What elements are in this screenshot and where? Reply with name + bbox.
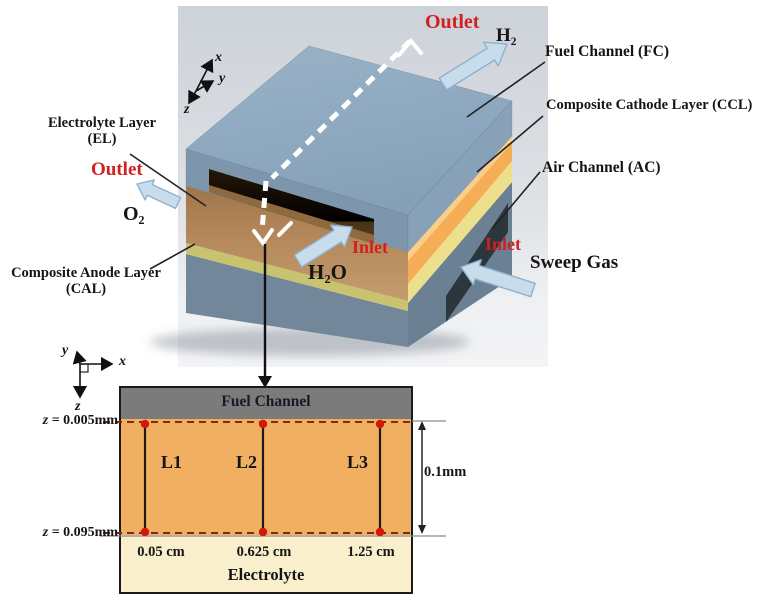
z-top-coordinate-label: z = 0.005mm — [42, 413, 118, 428]
anode-layer-label-line1: Composite Anode Layer — [11, 265, 161, 281]
axis-2d-z-label: z — [75, 399, 81, 414]
cathode-layer-highlight — [408, 136, 512, 261]
l2-label: L2 — [236, 452, 258, 472]
cut-plane-dashed-line-vertical — [259, 180, 269, 232]
axis-3d-x-label: x — [215, 50, 222, 65]
air-channel-block-left-face — [186, 254, 408, 347]
schematic-fuel-channel-label: Fuel Channel — [221, 393, 311, 410]
outlet-o2-arrow — [136, 179, 182, 210]
sweep-gas-label: Sweep Gas — [530, 252, 619, 273]
l1-top-point — [140, 419, 150, 429]
right-angle-marker — [79, 363, 89, 373]
o2-label: O₂ — [123, 203, 145, 225]
air-channel-label: Air Channel (AC) — [542, 159, 661, 176]
outlet-top-label: Outlet — [425, 11, 480, 33]
fuel-channel-block-top-face — [185, 45, 513, 216]
l3-label: L3 — [347, 452, 369, 472]
axis-3d-x — [195, 58, 214, 92]
cathode-layer-right-face — [408, 136, 512, 284]
axes-2d — [72, 350, 114, 399]
l1-position-label: 0.05 cm — [137, 544, 185, 560]
anode-layer-label: Composite Anode Layer (CAL) — [4, 265, 168, 297]
axis-2d-y-label: y — [62, 343, 69, 358]
axis-3d-y — [195, 80, 215, 93]
inlet-sweep-gas-arrow — [460, 259, 536, 298]
cut-plane-dashed-line — [270, 39, 412, 180]
section-connector-arrowhead — [258, 376, 272, 388]
thickness-label: 0.1mm — [424, 464, 467, 480]
leader-electrolyte-layer — [129, 153, 207, 207]
axis-3d-y-label: y — [219, 71, 226, 86]
outlet-left-label: Outlet — [91, 159, 143, 180]
axes-3d — [188, 58, 215, 105]
l3-position-label: 1.25 cm — [347, 544, 395, 560]
schematic-cathode-region — [121, 419, 411, 535]
outlet-h2-arrow — [438, 41, 508, 91]
z-bottom-coordinate-label: z = 0.095mm — [42, 525, 118, 540]
electrolyte-layer-left-face — [186, 186, 408, 301]
cut-plane-dash-segment — [277, 221, 293, 237]
l2-bottom-point — [258, 527, 268, 537]
thickness-arrowhead-top — [418, 421, 426, 430]
inlet-right-label: Inlet — [485, 234, 521, 254]
cut-plane-arrowhead-top — [397, 37, 423, 57]
fuel-channel-block-right-face — [407, 100, 513, 253]
thickness-arrowhead-bottom — [418, 525, 426, 534]
schematic-electrolyte-label: Electrolyte — [227, 565, 305, 584]
leader-air-channel — [491, 171, 541, 230]
l1-label: L1 — [161, 452, 183, 472]
leader-fuel-channel — [466, 61, 546, 118]
electrolyte-layer-label-line2: (EL) — [87, 131, 117, 148]
axis-2d-x-label: x — [119, 354, 126, 369]
l3-bottom-point — [375, 527, 385, 537]
l3-top-point — [375, 419, 385, 429]
fuel-channel-fc-label: Fuel Channel (FC) — [545, 43, 669, 60]
inlet-h2o-arrow — [293, 224, 353, 268]
air-channel-block-right-face — [408, 182, 512, 347]
leader-anode-layer — [149, 243, 196, 270]
electrolyte-layer-label-line1: Electrolyte Layer — [47, 115, 157, 131]
l2-position-label: 0.625 cm — [236, 544, 292, 560]
electrolyte-layer-label: Electrolyte Layer (EL) — [40, 115, 164, 147]
h2-label: H₂ — [496, 25, 517, 46]
cut-plane-arrowhead-bottom — [252, 228, 274, 247]
cathode-layer-label: Composite Cathode Layer (CCL) — [546, 97, 753, 113]
axis-2d-y — [72, 350, 87, 365]
anode-layer-left-face — [186, 243, 408, 311]
inlet-center-label: Inlet — [352, 237, 388, 257]
anode-layer-label-line2: (CAL) — [65, 281, 107, 298]
l1-bottom-point — [140, 527, 150, 537]
l2-top-point — [258, 419, 268, 429]
yellow-layer-right-face — [408, 161, 512, 303]
leader-cathode-layer — [476, 115, 544, 173]
schematic-fuel-channel-bar — [121, 388, 411, 419]
axis-3d-z-label: z — [184, 102, 190, 117]
axis-3d-z — [188, 89, 201, 105]
h2o-label: H₂O — [308, 260, 347, 284]
